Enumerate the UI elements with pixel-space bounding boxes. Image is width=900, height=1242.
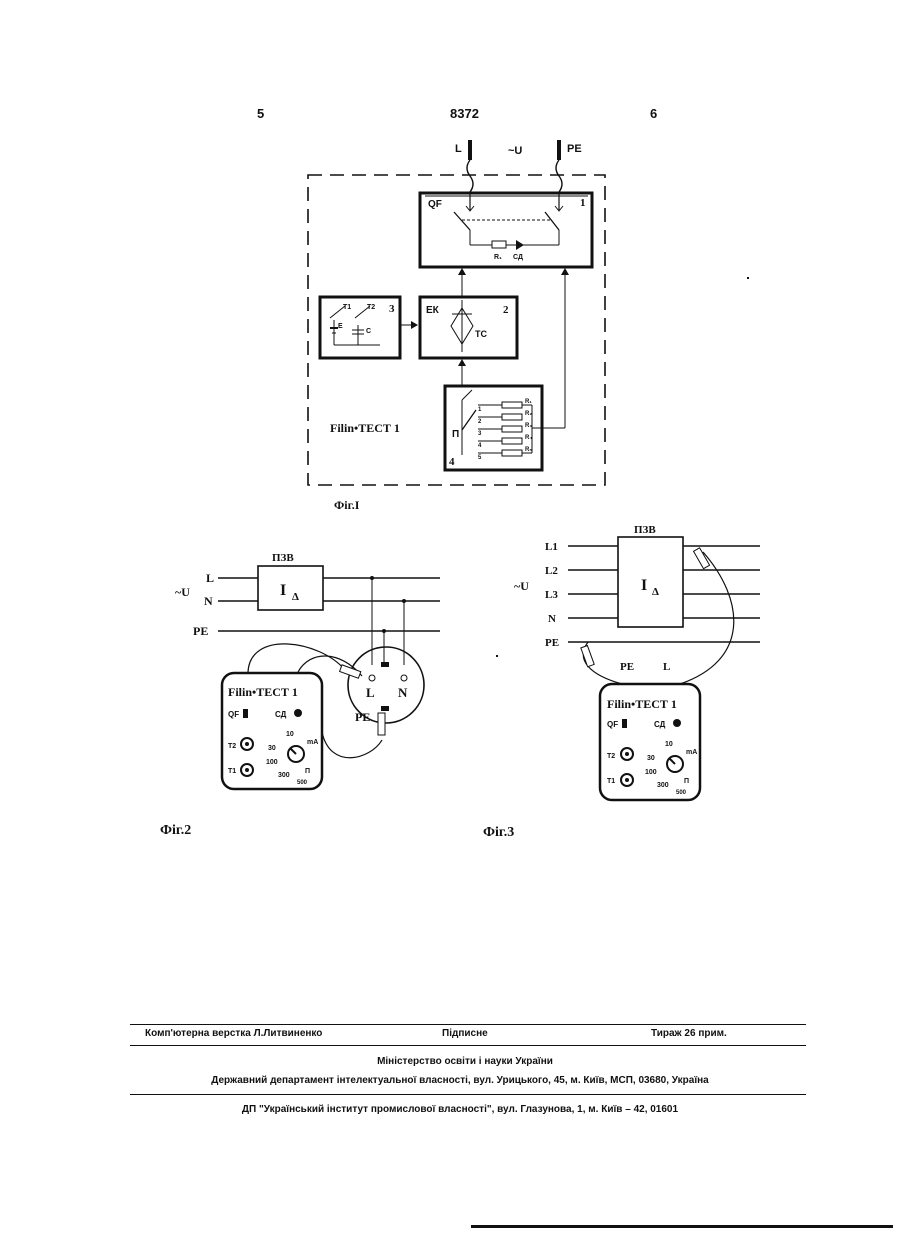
fig1-t1-label: Т1: [343, 304, 351, 311]
fig1-r-2: R₂: [525, 411, 532, 417]
fig3-rcd-label: ПЗВ: [634, 524, 656, 536]
fig2-dial-100: 100: [266, 759, 278, 766]
fig2-dial-10: 10: [286, 731, 294, 738]
fig1-pos-2: 2: [478, 419, 482, 425]
fig2-t1-label: Т1: [228, 768, 236, 775]
fig1-block1-number: 1: [580, 197, 586, 209]
fig1-caption: Фіг.І: [334, 498, 360, 512]
fig1-r-3: R₃: [525, 423, 532, 429]
block-4-resistor-switch: [445, 386, 565, 470]
fig3-line-L2: L2: [545, 565, 558, 577]
fig1-block4-number: 4: [449, 456, 455, 468]
fig3-t1-label: Т1: [607, 778, 615, 785]
figure-1-diagram: L ~U PE QF 1 R₁ СД Т1: [0, 0, 900, 520]
figure-3-diagram: ПЗВ I Δ ~U L1 L2 L3 N PE PE L Filin•ТЕСТ…: [460, 520, 800, 850]
fig2-line-L: L: [206, 571, 214, 585]
fig1-r-4: R₄: [525, 435, 532, 441]
fig1-led-label: СД: [513, 254, 523, 261]
stray-mark: [496, 655, 498, 657]
fig3-rcd-box: [618, 537, 683, 627]
fig2-qf-label: QF: [228, 710, 239, 719]
fig2-dial-30: 30: [268, 745, 276, 752]
fig1-block3-number: 3: [389, 303, 395, 315]
footer-signed: Підписне: [442, 1028, 488, 1039]
fig1-ek-label: ЕК: [426, 305, 440, 316]
fig3-caption: Фіг.3: [483, 825, 514, 840]
fig1-e-label: Е: [338, 323, 343, 330]
fig2-socket-L: L: [366, 685, 375, 700]
footer-rule-middle: [130, 1045, 806, 1046]
fig2-led-label: СД: [275, 710, 287, 719]
fig3-line-L1: L1: [545, 541, 558, 553]
figure-2-diagram: ПЗВ I Δ ~U L N PE L N PE Filin•ТЕСТ 1 QF…: [0, 520, 460, 850]
fig1-pos-3: 3: [478, 431, 482, 437]
footer-rule-top: [130, 1024, 806, 1025]
fig2-rcd-sub: Δ: [292, 591, 299, 603]
fig2-caption: Фіг.2: [160, 823, 191, 838]
stray-mark: [747, 277, 749, 279]
fig1-pos-5: 5: [478, 455, 482, 461]
fig1-r1-label: R₁: [494, 254, 502, 261]
fig2-line-N: N: [204, 594, 213, 608]
fig2-device-name: Filin•ТЕСТ 1: [228, 685, 298, 699]
footer-rule-bottom: [130, 1094, 806, 1095]
fig2-t2-label: Т2: [228, 743, 236, 750]
fig3-line-N: N: [548, 613, 556, 625]
fig1-t2-label: Т2: [367, 304, 375, 311]
fig2-unit: mA: [307, 739, 318, 746]
fig1-pos-4: 4: [478, 443, 482, 449]
block-3-timer: [320, 297, 400, 358]
fig3-voltage: ~U: [514, 579, 529, 593]
footer-layout: Комп'ютерна верстка Л.Литвиненко: [145, 1028, 322, 1039]
fig2-rcd-label: ПЗВ: [272, 552, 294, 564]
fig3-rcd-sub: Δ: [652, 586, 659, 598]
fig2-line-PE: PE: [193, 624, 208, 638]
fig3-lead-L: L: [663, 661, 670, 673]
fig1-r-5: R₅: [525, 447, 532, 453]
fig1-input-U: ~U: [508, 145, 522, 157]
fig2-voltage: ~U: [175, 585, 190, 599]
fig1-device-name: Filin•ТЕСТ 1: [330, 421, 400, 435]
fig2-socket-N: N: [398, 685, 408, 700]
fig3-dial-10: 10: [665, 741, 673, 748]
fig1-pos-1: 1: [478, 407, 482, 413]
fig3-rcd-symbol: I: [641, 577, 647, 594]
fig2-rcd-symbol: I: [280, 582, 286, 599]
fig2-dial-300: 300: [278, 772, 290, 779]
fig3-dial-P: П: [684, 778, 689, 785]
fig1-block2-number: 2: [503, 304, 509, 316]
fig3-dial-100: 100: [645, 769, 657, 776]
fig1-c-label: С: [366, 328, 371, 335]
fig3-t2-label: Т2: [607, 753, 615, 760]
block-1-breaker: [420, 193, 592, 267]
footer-department: Державний департамент інтелектуальної вл…: [0, 1075, 900, 1086]
footer-circulation: Тираж 26 прим.: [651, 1028, 727, 1039]
fig3-dial-500: 500: [676, 790, 687, 796]
fig3-line-L3: L3: [545, 589, 558, 601]
fig3-dial-30: 30: [647, 755, 655, 762]
fig3-line-PE: PE: [545, 637, 559, 649]
fig3-unit: mA: [686, 749, 697, 756]
fig1-input-L: L: [455, 143, 462, 155]
fig2-rcd-box: [258, 566, 323, 610]
fig1-switch-label: П: [452, 429, 459, 440]
fig1-tc-label: ТС: [475, 329, 487, 339]
fig2-dial-500: 500: [297, 780, 308, 786]
fig2-dial-P: П: [305, 768, 310, 775]
fig3-dial-300: 300: [657, 782, 669, 789]
fig1-input-PE: PE: [567, 143, 582, 155]
fig3-qf-label: QF: [607, 720, 618, 729]
fig1-r-1: R₁: [525, 399, 532, 405]
fig2-socket-PE: PE: [355, 710, 370, 724]
fig1-qf-label: QF: [428, 199, 442, 210]
fig3-led-label: СД: [654, 720, 666, 729]
fig3-device-name: Filin•ТЕСТ 1: [607, 697, 677, 711]
bottom-rule: [471, 1225, 893, 1228]
footer-ministry: Міністерство освіти і науки України: [0, 1056, 900, 1067]
fig3-lead-PE: PE: [620, 661, 634, 673]
footer-institute: ДП "Український інститут промислової вла…: [0, 1104, 900, 1115]
